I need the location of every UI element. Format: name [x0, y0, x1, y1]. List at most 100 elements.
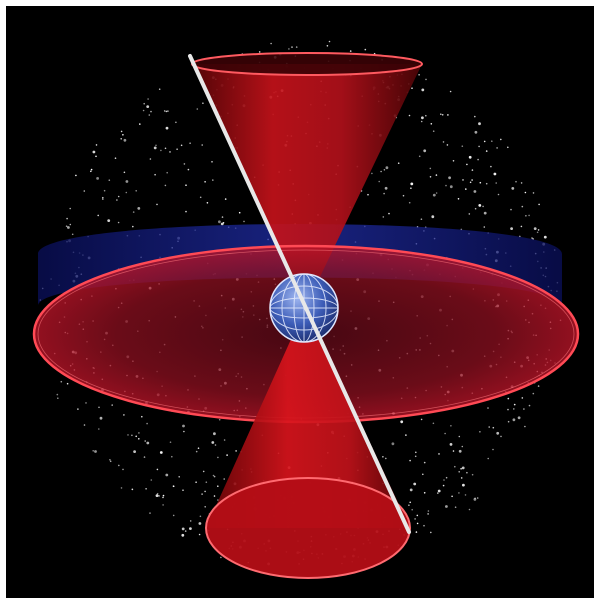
- star: [217, 456, 219, 459]
- star: [156, 468, 159, 471]
- star: [513, 403, 516, 406]
- star: [437, 492, 439, 494]
- star: [469, 181, 472, 184]
- star: [238, 211, 241, 214]
- star: [187, 168, 190, 171]
- star: [120, 487, 123, 489]
- star: [385, 457, 387, 460]
- star: [162, 504, 164, 506]
- star: [156, 492, 159, 495]
- star: [490, 165, 492, 168]
- star: [164, 184, 167, 187]
- star: [476, 497, 479, 499]
- star: [483, 140, 486, 143]
- star: [138, 432, 140, 434]
- star: [213, 432, 216, 436]
- star: [423, 461, 426, 464]
- star: [364, 48, 367, 51]
- star: [483, 226, 486, 228]
- star: [474, 115, 476, 118]
- star: [83, 424, 86, 426]
- star: [235, 450, 237, 452]
- star: [131, 488, 134, 491]
- star: [411, 87, 413, 89]
- star: [172, 485, 175, 487]
- star: [465, 188, 467, 190]
- star: [117, 221, 120, 224]
- star: [291, 46, 293, 48]
- star: [442, 141, 445, 143]
- star: [120, 130, 123, 133]
- star: [212, 179, 214, 181]
- star: [487, 457, 490, 460]
- lower-cone-rim: [205, 477, 411, 579]
- star: [478, 122, 481, 126]
- star: [226, 454, 228, 456]
- star: [483, 211, 487, 215]
- star: [523, 408, 525, 410]
- star: [146, 105, 150, 108]
- star: [96, 177, 99, 180]
- star: [427, 513, 429, 515]
- star: [326, 45, 329, 47]
- star: [171, 455, 173, 458]
- star: [66, 382, 69, 385]
- star: [133, 450, 136, 453]
- star: [95, 155, 97, 158]
- star: [425, 114, 427, 117]
- star: [532, 192, 535, 194]
- star: [528, 404, 531, 407]
- star: [507, 420, 510, 423]
- star: [507, 408, 509, 411]
- star: [430, 531, 432, 534]
- star: [493, 172, 497, 176]
- star: [409, 488, 413, 492]
- star: [181, 533, 185, 537]
- star: [440, 113, 442, 115]
- star: [461, 466, 465, 470]
- star: [108, 179, 111, 181]
- star: [420, 218, 423, 220]
- star: [511, 187, 515, 190]
- star: [94, 450, 97, 453]
- star: [135, 190, 137, 192]
- star: [448, 176, 451, 180]
- star: [176, 148, 178, 150]
- star: [443, 479, 445, 481]
- star: [507, 146, 509, 149]
- star: [165, 110, 168, 113]
- upper-cone: [191, 52, 423, 306]
- star: [445, 505, 448, 508]
- star: [421, 116, 424, 120]
- star: [435, 174, 438, 176]
- star: [496, 147, 498, 149]
- star: [77, 408, 79, 410]
- star: [221, 216, 224, 218]
- star: [432, 130, 435, 132]
- star: [116, 199, 118, 201]
- star: [495, 182, 498, 184]
- star: [442, 484, 445, 487]
- star: [466, 471, 468, 474]
- star: [422, 473, 424, 476]
- star: [158, 88, 161, 90]
- star: [212, 474, 215, 477]
- star: [496, 431, 500, 435]
- star: [102, 196, 104, 199]
- star: [450, 425, 452, 427]
- star: [525, 215, 527, 217]
- star: [460, 468, 462, 470]
- star: [202, 470, 205, 473]
- star: [85, 402, 87, 404]
- star: [515, 180, 517, 183]
- star: [408, 201, 411, 204]
- star: [122, 468, 124, 471]
- star: [444, 432, 446, 435]
- star: [521, 205, 524, 208]
- star: [391, 442, 395, 446]
- star: [435, 192, 438, 194]
- star: [165, 473, 169, 477]
- star: [405, 434, 407, 436]
- star: [517, 416, 521, 420]
- star: [473, 190, 477, 193]
